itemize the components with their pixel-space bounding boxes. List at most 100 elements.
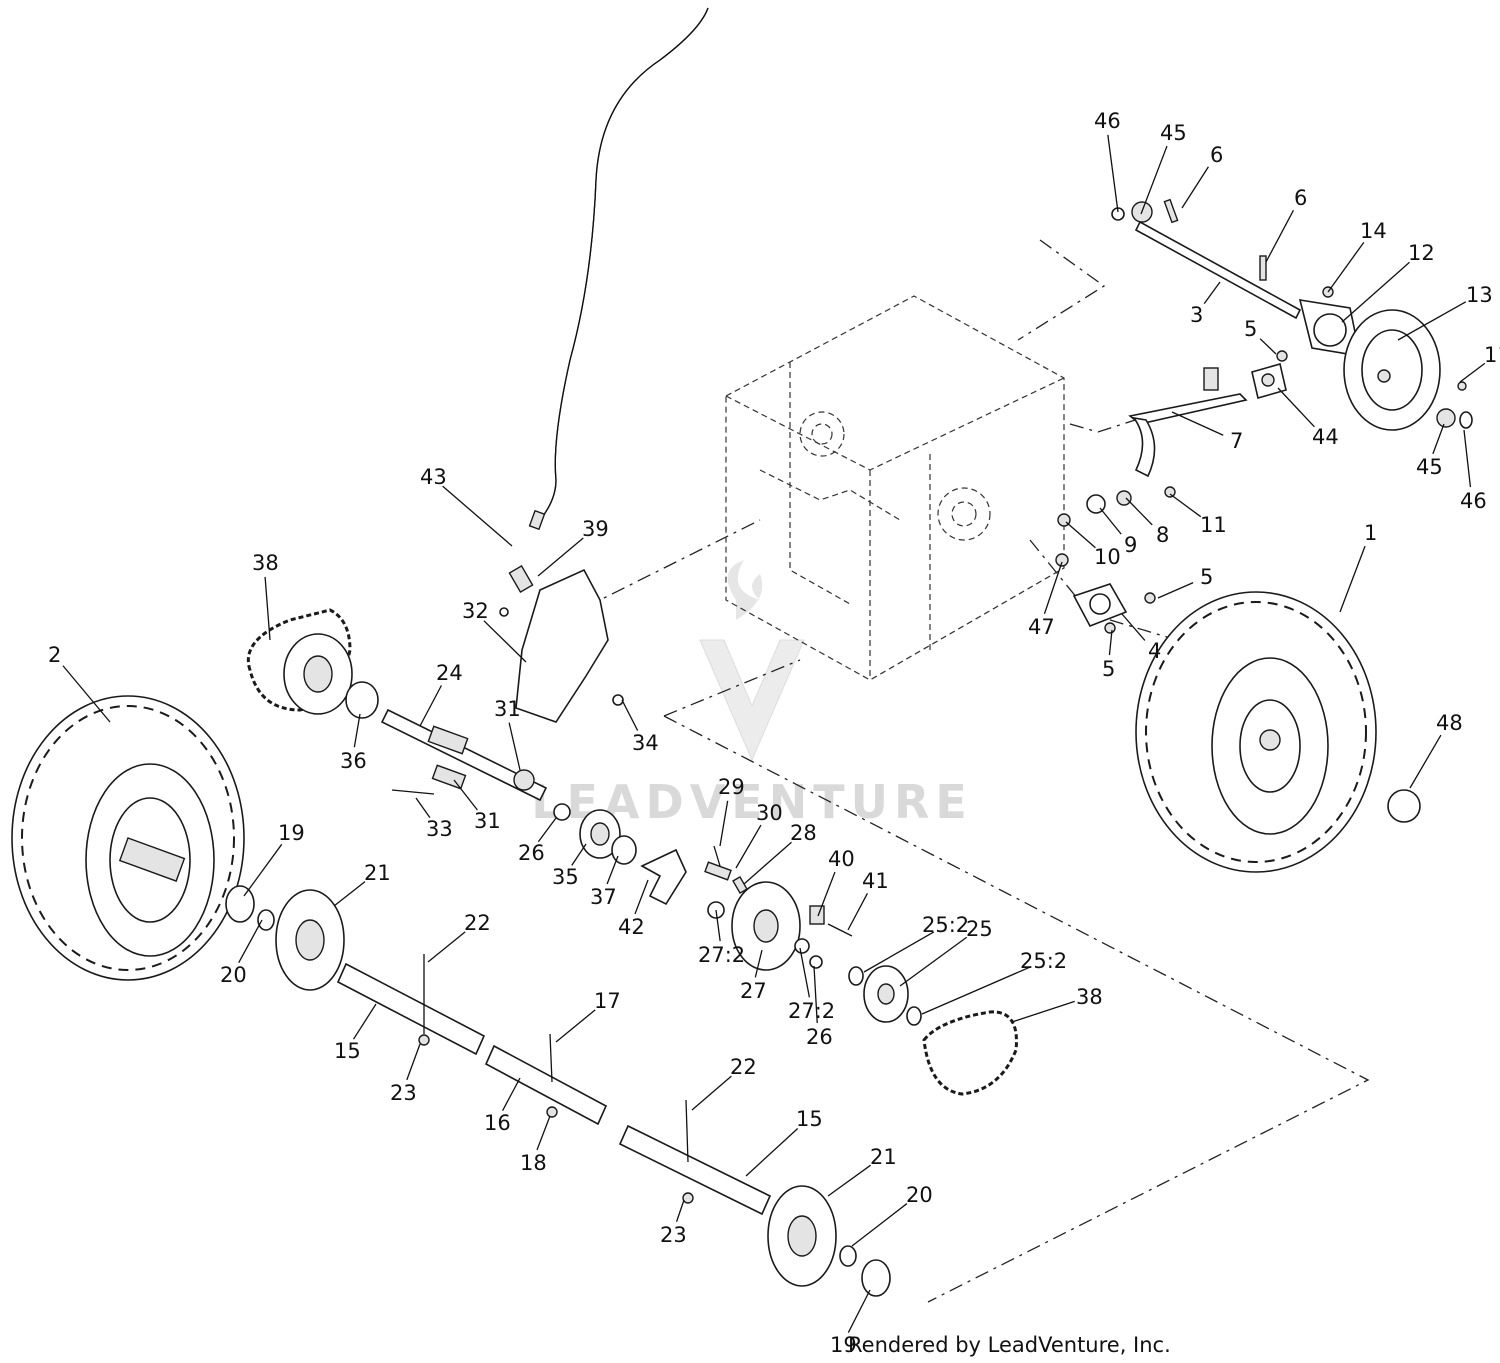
callout-c4: 4 xyxy=(1148,639,1161,663)
callout-leader-c19b xyxy=(847,1289,871,1333)
callout-c11a: 11 xyxy=(1484,343,1500,367)
callout-leader-c28 xyxy=(743,841,792,885)
callout-leader-c13 xyxy=(1397,301,1467,341)
callout-leader-c11a xyxy=(1459,362,1486,383)
callout-leader-c37 xyxy=(606,855,619,885)
callout-leader-c25c xyxy=(921,965,1032,1015)
callout-leader-c9 xyxy=(1099,507,1122,535)
callout-leader-c35 xyxy=(571,843,587,866)
left-axle-hardware xyxy=(225,885,345,991)
callout-leader-c20a xyxy=(238,919,263,964)
callout-leader-c32 xyxy=(483,620,527,663)
callout-c31b: 31 xyxy=(474,809,501,833)
callout-leader-c31a xyxy=(508,722,521,771)
callout-leader-c11b xyxy=(1169,493,1202,518)
callout-leader-c15b xyxy=(745,1127,799,1177)
callout-c27a: 27:2 xyxy=(698,943,745,967)
callout-c6b: 6 xyxy=(1294,186,1307,210)
callout-leader-c41 xyxy=(847,893,869,931)
callout-leader-c23a xyxy=(406,1043,421,1081)
callout-c34: 34 xyxy=(632,731,659,755)
callout-leader-c27c xyxy=(799,947,811,998)
callout-c23b: 23 xyxy=(660,1223,687,1247)
callout-leader-c5a xyxy=(1259,338,1277,355)
callout-leader-c21a xyxy=(333,881,366,907)
callout-leader-c26b xyxy=(813,965,818,1024)
callout-leader-c45b xyxy=(1432,423,1445,455)
callout-c41: 41 xyxy=(862,869,889,893)
middle-bearing-set xyxy=(553,803,687,906)
callout-c43: 43 xyxy=(420,465,447,489)
callout-leader-c46a xyxy=(1107,134,1119,213)
callout-leader-c38b xyxy=(1011,1000,1075,1023)
callout-c44: 44 xyxy=(1312,425,1339,449)
callout-c15a: 15 xyxy=(334,1039,361,1063)
callout-c2: 2 xyxy=(48,643,61,667)
callout-leader-c7 xyxy=(1171,411,1224,436)
callout-leader-c40 xyxy=(817,871,836,917)
callout-leader-c6a xyxy=(1181,166,1209,209)
callout-c42: 42 xyxy=(618,915,645,939)
callout-leader-c5b xyxy=(1157,582,1194,599)
callout-c30: 30 xyxy=(756,801,783,825)
shift-rod-assembly xyxy=(1055,350,1288,567)
callout-labels: 4645661412133511744454643391189101385473… xyxy=(48,109,1500,1357)
callout-leader-c39 xyxy=(537,537,584,577)
callout-c28: 28 xyxy=(790,821,817,845)
callout-c35: 35 xyxy=(552,865,579,889)
callout-c11b: 11 xyxy=(1200,513,1227,537)
callout-leader-c27a xyxy=(715,909,721,942)
callout-leader-c12 xyxy=(1341,261,1410,323)
callout-c48: 48 xyxy=(1436,711,1463,735)
callout-leader-c36 xyxy=(353,713,361,748)
callout-leader-c42 xyxy=(634,879,649,915)
callout-c45a: 45 xyxy=(1160,121,1187,145)
upper-shaft-assembly xyxy=(1111,198,1473,431)
callout-c45b: 45 xyxy=(1416,455,1443,479)
callout-c12: 12 xyxy=(1408,241,1435,265)
callout-leader-c2 xyxy=(62,665,111,723)
callout-c8: 8 xyxy=(1156,523,1169,547)
callout-c23a: 23 xyxy=(390,1081,417,1105)
callout-c10: 10 xyxy=(1094,545,1121,569)
callout-leader-c26a xyxy=(537,817,557,843)
callout-c5a: 5 xyxy=(1244,317,1257,341)
retainer-ring xyxy=(1387,789,1421,823)
frame-housing xyxy=(725,295,1065,681)
chain-sprocket-lower-right xyxy=(848,965,1018,1096)
callout-c29: 29 xyxy=(718,775,745,799)
callout-c32: 32 xyxy=(462,599,489,623)
callout-leader-c25b xyxy=(899,936,968,987)
callout-leader-c20b xyxy=(851,1203,908,1247)
callout-c1: 1 xyxy=(1364,521,1377,545)
callout-leader-c8 xyxy=(1125,497,1153,526)
callout-c15b: 15 xyxy=(796,1107,823,1131)
callout-leader-c34 xyxy=(621,699,639,731)
callout-leader-c44 xyxy=(1277,387,1315,428)
callout-c25a: 25:2 xyxy=(922,913,969,937)
callout-c3: 3 xyxy=(1190,303,1203,327)
callout-leader-c45a xyxy=(1140,145,1168,215)
callout-c5c: 5 xyxy=(1102,657,1115,681)
callout-leader-c18 xyxy=(536,1115,551,1151)
callout-c22b: 22 xyxy=(730,1055,757,1079)
callout-c27b: 27 xyxy=(740,979,767,1003)
render-credit: Rendered by LeadVenture, Inc. xyxy=(848,1333,1171,1357)
callout-leader-c16 xyxy=(502,1077,521,1111)
callout-leader-c1 xyxy=(1339,545,1366,613)
cable-end xyxy=(528,509,546,531)
callout-c38a: 38 xyxy=(252,551,279,575)
callout-leader-c10 xyxy=(1065,521,1096,549)
callout-leader-c47 xyxy=(1043,561,1063,614)
chain-sprocket-upper-left xyxy=(247,608,379,719)
callout-c24: 24 xyxy=(436,661,463,685)
callout-leader-c15a xyxy=(352,1003,377,1040)
callout-c17: 17 xyxy=(594,989,621,1013)
callout-c33: 33 xyxy=(426,817,453,841)
callout-leader-c4 xyxy=(1121,613,1146,641)
callout-leader-c46b xyxy=(1463,429,1472,488)
callout-c26b: 26 xyxy=(806,1025,833,1049)
callout-c38b: 38 xyxy=(1076,985,1103,1009)
callout-c14: 14 xyxy=(1360,219,1387,243)
